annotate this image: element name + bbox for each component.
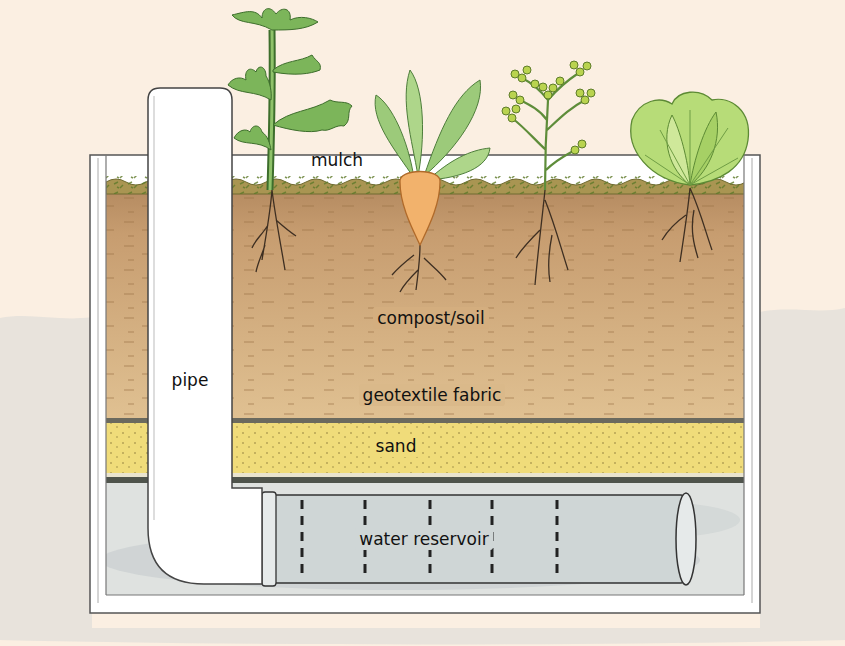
flowering-plant: [576, 68, 584, 76]
flowering-plant: [511, 70, 519, 78]
flowering-plant: [509, 91, 517, 99]
flowering-plant: [523, 66, 531, 74]
lettuce-plant: [645, 110, 738, 185]
part-label: mulch: [307, 149, 367, 171]
leafy-plant: [270, 30, 272, 190]
reservoir-pipe: [262, 495, 687, 583]
leafy-plant: [273, 55, 320, 74]
carrot-plant: [406, 70, 422, 176]
flowering-plant: [583, 62, 591, 70]
flowering-plant: [516, 96, 524, 104]
lettuce-plant: [667, 115, 690, 185]
flowering-plant: [570, 61, 578, 69]
flowering-plant: [531, 80, 539, 88]
leafy-plant: [252, 190, 296, 272]
flowering-plant: [556, 77, 564, 85]
part-label: sand: [372, 435, 421, 457]
reservoir-pipe: [262, 492, 696, 586]
bed-walls: [98, 158, 99, 603]
leafy-plant: [273, 100, 352, 132]
carrot-plant: [375, 70, 490, 292]
part-label: water reservoir: [355, 528, 492, 550]
lettuce-plant: [662, 188, 712, 262]
vertical-pipe: [148, 88, 262, 584]
carrot-plant: [400, 172, 440, 246]
flowering-plant: [587, 89, 595, 97]
flowering-plant: [581, 96, 589, 104]
flowering-plant: [576, 89, 584, 97]
leafy-plant: [270, 30, 272, 190]
reservoir-pipe: [302, 500, 557, 580]
part-label: compost/soil: [373, 307, 488, 329]
flowering-plant: [512, 105, 520, 113]
part-label: geotextile fabric: [359, 384, 506, 406]
flowering-plant: [502, 61, 595, 285]
leafy-plant: [232, 9, 318, 30]
flowering-plant: [508, 114, 516, 122]
flowering-plant: [502, 61, 595, 154]
flowering-plant: [578, 140, 586, 148]
flowering-plant: [516, 190, 568, 285]
flowering-plant: [544, 91, 552, 99]
leafy-plant: [228, 9, 352, 272]
lettuce-plant: [631, 92, 749, 262]
carrot-plant: [392, 245, 446, 292]
liner-lines: [743, 155, 744, 595]
reservoir-pipe: [676, 493, 696, 585]
lettuce-plant: [631, 92, 749, 185]
flowering-plant: [539, 83, 547, 91]
liner-lines: [105, 155, 106, 595]
vertical-pipe: [153, 96, 155, 520]
vertical-pipe: [148, 88, 262, 584]
bed-walls: [752, 158, 753, 603]
flowering-plant: [512, 72, 585, 190]
leafy-plant: [228, 67, 271, 100]
part-label: pipe: [168, 369, 213, 391]
flowering-plant: [502, 107, 510, 115]
flowering-plant: [549, 84, 557, 92]
reservoir-pipe: [262, 492, 276, 586]
flowering-plant: [571, 146, 579, 154]
lettuce-plant: [690, 112, 718, 185]
leafy-plant: [234, 126, 271, 150]
liner-lines: [106, 594, 744, 595]
